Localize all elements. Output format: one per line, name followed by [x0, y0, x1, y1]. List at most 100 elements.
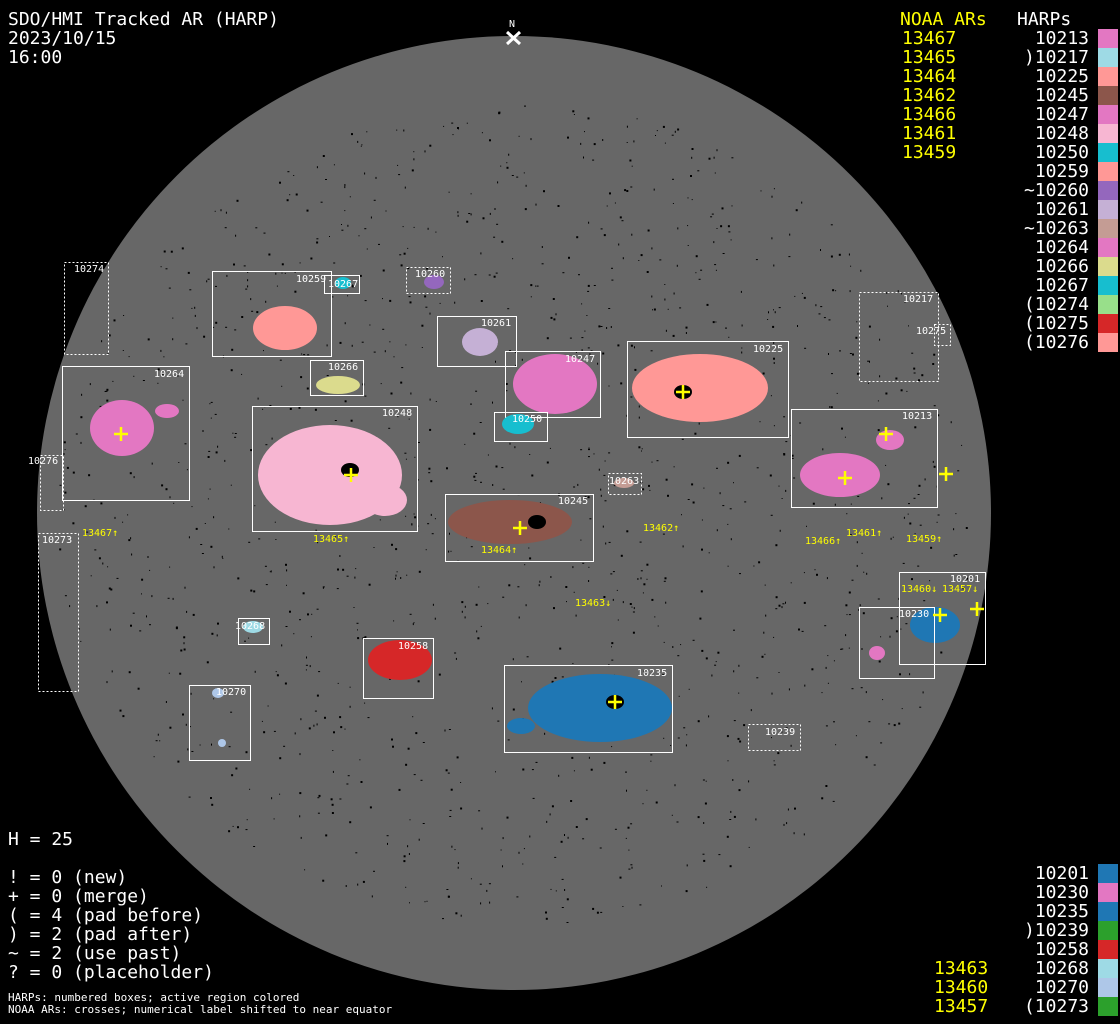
magnetic-speckle	[314, 710, 317, 712]
magnetic-speckle	[279, 359, 282, 361]
magnetic-speckle	[388, 427, 391, 429]
magnetic-speckle	[598, 468, 600, 471]
magnetic-speckle	[918, 484, 921, 487]
magnetic-speckle	[655, 801, 658, 804]
magnetic-speckle	[855, 336, 858, 339]
magnetic-speckle	[737, 737, 740, 740]
magnetic-speckle	[650, 754, 653, 756]
magnetic-speckle	[573, 114, 575, 115]
magnetic-speckle	[165, 268, 168, 270]
magnetic-speckle	[727, 523, 729, 525]
magnetic-speckle	[825, 725, 828, 727]
magnetic-speckle	[493, 236, 496, 238]
magnetic-speckle	[857, 495, 860, 497]
magnetic-speckle	[114, 516, 116, 519]
magnetic-speckle	[247, 279, 249, 282]
magnetic-speckle	[128, 539, 131, 542]
harp-label: 10270	[1034, 977, 1089, 998]
magnetic-speckle	[279, 793, 281, 795]
magnetic-speckle	[844, 436, 846, 438]
magnetic-speckle	[903, 516, 905, 519]
noaa-ar-disk-label: 13466↑	[805, 536, 841, 547]
magnetic-speckle	[422, 823, 425, 824]
magnetic-speckle	[830, 255, 833, 258]
magnetic-speckle	[932, 363, 935, 365]
magnetic-speckle	[400, 381, 403, 384]
magnetic-speckle	[478, 810, 481, 812]
magnetic-speckle	[761, 655, 764, 658]
magnetic-speckle	[355, 568, 357, 570]
magnetic-speckle	[783, 416, 786, 418]
magnetic-speckle	[502, 837, 504, 840]
magnetic-speckle	[464, 278, 466, 281]
magnetic-speckle	[245, 751, 248, 754]
magnetic-speckle	[655, 135, 656, 136]
magnetic-speckle	[447, 772, 450, 774]
magnetic-speckle	[357, 637, 360, 640]
magnetic-speckle	[133, 476, 135, 479]
magnetic-speckle	[919, 524, 922, 526]
harp-color-swatch	[1098, 276, 1118, 295]
magnetic-speckle	[168, 672, 170, 674]
magnetic-speckle	[909, 522, 912, 525]
magnetic-speckle	[778, 485, 780, 487]
magnetic-speckle	[651, 247, 653, 250]
magnetic-speckle	[764, 584, 766, 586]
magnetic-speckle	[908, 503, 910, 505]
magnetic-speckle	[541, 263, 544, 265]
harp-color-swatch	[1098, 200, 1118, 219]
magnetic-speckle	[213, 566, 215, 569]
harp-color-swatch	[1098, 940, 1118, 959]
magnetic-speckle	[673, 292, 675, 295]
magnetic-speckle	[359, 759, 361, 761]
magnetic-speckle	[662, 125, 665, 128]
magnetic-speckle	[359, 274, 362, 277]
magnetic-speckle	[146, 615, 147, 618]
harp-box-10245	[445, 494, 594, 562]
magnetic-speckle	[705, 780, 707, 782]
magnetic-speckle	[80, 416, 83, 419]
magnetic-speckle	[677, 655, 680, 657]
magnetic-speckle	[725, 327, 727, 329]
magnetic-speckle	[371, 895, 373, 898]
harp-count: H = 25	[8, 829, 74, 850]
magnetic-speckle	[627, 826, 630, 829]
magnetic-speckle	[403, 129, 405, 132]
noaa-cross-icon	[114, 427, 128, 441]
magnetic-speckle	[924, 478, 926, 481]
magnetic-speckle	[332, 770, 334, 773]
active-region-10259	[253, 306, 317, 350]
magnetic-speckle	[452, 134, 454, 136]
harp-color-swatch	[1098, 864, 1118, 883]
magnetic-speckle	[80, 640, 82, 642]
magnetic-speckle	[638, 405, 640, 408]
magnetic-speckle	[662, 533, 665, 535]
magnetic-speckle	[865, 756, 868, 759]
magnetic-speckle	[340, 726, 343, 729]
magnetic-speckle	[608, 308, 611, 309]
magnetic-speckle	[215, 451, 218, 454]
magnetic-speckle	[90, 575, 92, 577]
magnetic-speckle	[567, 136, 569, 139]
magnetic-speckle	[157, 733, 159, 736]
magnetic-speckle	[793, 832, 795, 835]
magnetic-speckle	[285, 626, 288, 627]
magnetic-speckle	[598, 325, 601, 328]
magnetic-speckle	[856, 564, 858, 567]
magnetic-speckle	[716, 467, 718, 469]
magnetic-speckle	[173, 502, 175, 504]
magnetic-speckle	[785, 727, 788, 729]
harp-box-label: 10266	[328, 362, 358, 373]
magnetic-speckle	[395, 577, 396, 580]
magnetic-speckle	[692, 501, 695, 504]
noaa-ar-disk-label: 13467↑	[82, 528, 118, 539]
magnetic-speckle	[417, 680, 420, 683]
magnetic-speckle	[831, 373, 833, 375]
magnetic-speckle	[228, 746, 231, 748]
magnetic-speckle	[489, 139, 491, 142]
harp-box-label: 10245	[558, 496, 588, 507]
magnetic-speckle	[409, 902, 410, 904]
magnetic-speckle	[317, 541, 319, 544]
magnetic-speckle	[192, 613, 195, 616]
magnetic-speckle	[102, 562, 104, 565]
